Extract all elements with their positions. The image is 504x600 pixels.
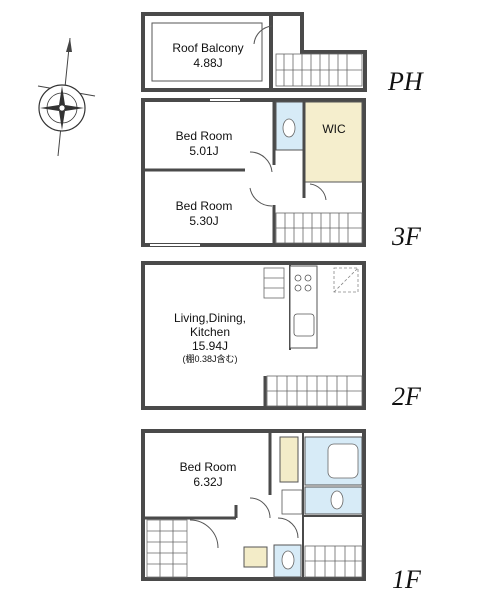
floor-label-2f: 2F [392, 382, 422, 411]
bathroom [281, 436, 363, 515]
floor-3f: Bed Room 5.01J Bed Room 5.30J WIC 3F [141, 98, 422, 251]
bed-3f-upper-area: 5.01J [189, 144, 218, 158]
ldk-label-line2: Kitchen [190, 325, 230, 339]
bed-3f-lower-area: 5.30J [189, 214, 218, 228]
kitchen-counter [289, 265, 318, 349]
ldk-label-line1: Living,Dining, [174, 311, 246, 325]
toilet-1f [273, 544, 302, 578]
wic-label: WIC [322, 122, 346, 136]
1f-stairs [304, 545, 363, 578]
ph-stairs [276, 54, 362, 86]
bed-1f-area: 6.32J [193, 475, 222, 489]
floor-ph: Roof Balcony 4.88J PH [141, 12, 424, 96]
ldk-note: (棚0.38J含む) [182, 353, 237, 364]
roof-balcony-area: 4.88J [193, 56, 222, 70]
floor-label-ph: PH [387, 67, 424, 96]
bed-1f-label: Bed Room [180, 460, 237, 474]
floor-2f: Living,Dining, Kitchen 15.94J (棚0.38J含む)… [141, 261, 422, 411]
2f-stairs [266, 375, 363, 407]
ldk-area: 15.94J [192, 339, 228, 353]
bed-3f-lower-label: Bed Room [176, 199, 233, 213]
floor-1f: Bed Room 6.32J 1F [141, 429, 422, 594]
roof-balcony-label: Roof Balcony [172, 41, 243, 55]
entrance-tiles [146, 519, 188, 578]
3f-stairs [275, 212, 363, 244]
bed-3f-upper-label: Bed Room [176, 129, 233, 143]
floor-label-3f: 3F [391, 222, 422, 251]
floor-label-1f: 1F [392, 565, 422, 594]
compass-icon [38, 84, 86, 132]
